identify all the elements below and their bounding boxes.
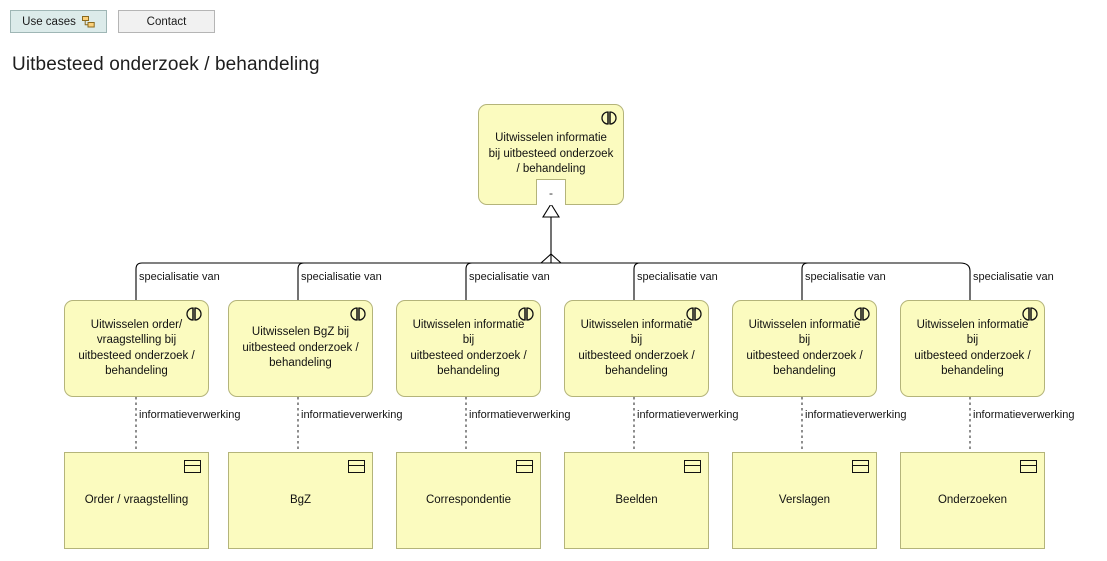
edge-label-informatieverwerking-4: informatieverwerking xyxy=(637,409,739,421)
page-title: Uitbesteed onderzoek / behandeling xyxy=(12,54,320,75)
node-object-5[interactable]: Verslagen xyxy=(732,452,877,549)
realization-connectors xyxy=(135,397,971,452)
edge-label-informatieverwerking-6: informatieverwerking xyxy=(973,409,1075,421)
business-interaction-icon xyxy=(854,307,870,321)
business-object-icon xyxy=(348,460,365,473)
generalization-connector xyxy=(540,202,562,264)
business-object-icon xyxy=(184,460,201,473)
business-interaction-icon xyxy=(1022,307,1038,321)
tab-contact[interactable]: Contact xyxy=(118,10,215,33)
business-object-icon xyxy=(1020,460,1037,473)
node-object-3-label: Correspondentie xyxy=(425,493,512,506)
diagram-icon xyxy=(81,15,95,28)
node-process-4[interactable]: Uitwisselen informatie bij uitbesteed on… xyxy=(564,300,709,397)
node-process-3-label: Uitwisselen informatie bij uitbesteed on… xyxy=(410,318,527,378)
business-interaction-icon xyxy=(686,307,702,321)
node-process-2-label: Uitwisselen BgZ bij uitbesteed onderzoek… xyxy=(242,326,359,370)
edge-label-informatieverwerking-2: informatieverwerking xyxy=(301,409,403,421)
node-process-2[interactable]: Uitwisselen BgZ bij uitbesteed onderzoek… xyxy=(228,300,373,397)
node-object-4[interactable]: Beelden xyxy=(564,452,709,549)
edge-label-specialisatie-2: specialisatie van xyxy=(301,271,382,283)
business-object-icon xyxy=(516,460,533,473)
edge-label-specialisatie-1: specialisatie van xyxy=(139,271,220,283)
node-process-6-label: Uitwisselen informatie bij uitbesteed on… xyxy=(914,318,1031,378)
edge-label-informatieverwerking-1: informatieverwerking xyxy=(139,409,241,421)
business-interaction-icon xyxy=(518,307,534,321)
tab-use-cases[interactable]: Use cases xyxy=(10,10,107,33)
business-object-icon xyxy=(852,460,869,473)
node-object-2-label: BgZ xyxy=(289,493,312,506)
edge-label-informatieverwerking-3: informatieverwerking xyxy=(469,409,571,421)
node-object-4-label: Beelden xyxy=(615,493,658,506)
node-process-1[interactable]: Uitwisselen order/ vraagstelling bij uit… xyxy=(64,300,209,397)
node-process-3[interactable]: Uitwisselen informatie bij uitbesteed on… xyxy=(396,300,541,397)
collapse-toggle[interactable]: - xyxy=(536,179,566,205)
node-object-1-label: Order / vraagstelling xyxy=(84,493,189,506)
business-interaction-icon xyxy=(350,307,366,321)
node-object-1[interactable]: Order / vraagstelling xyxy=(64,452,209,549)
edge-label-specialisatie-5: specialisatie van xyxy=(805,271,886,283)
tab-use-cases-label: Use cases xyxy=(22,15,76,28)
business-interaction-icon xyxy=(186,307,202,321)
tab-contact-label: Contact xyxy=(146,15,187,28)
node-process-1-label: Uitwisselen order/ vraagstelling bij uit… xyxy=(78,318,195,378)
tab-bar: Use cases Contact xyxy=(0,0,1107,42)
node-object-2[interactable]: BgZ xyxy=(228,452,373,549)
edge-label-specialisatie-6: specialisatie van xyxy=(973,271,1054,283)
node-object-6-label: Onderzoeken xyxy=(937,493,1008,506)
node-process-5-label: Uitwisselen informatie bij uitbesteed on… xyxy=(746,318,863,378)
edge-label-specialisatie-4: specialisatie van xyxy=(637,271,718,283)
edge-label-specialisatie-3: specialisatie van xyxy=(469,271,550,283)
node-process-6[interactable]: Uitwisselen informatie bij uitbesteed on… xyxy=(900,300,1045,397)
business-object-icon xyxy=(684,460,701,473)
business-interaction-icon xyxy=(601,111,617,125)
node-root-label: Uitwisselen informatie bij uitbesteed on… xyxy=(488,132,614,176)
node-object-5-label: Verslagen xyxy=(778,493,831,506)
node-process-5[interactable]: Uitwisselen informatie bij uitbesteed on… xyxy=(732,300,877,397)
node-root[interactable]: Uitwisselen informatie bij uitbesteed on… xyxy=(478,104,624,205)
node-object-6[interactable]: Onderzoeken xyxy=(900,452,1045,549)
edge-label-informatieverwerking-5: informatieverwerking xyxy=(805,409,907,421)
node-process-4-label: Uitwisselen informatie bij uitbesteed on… xyxy=(578,318,695,378)
node-object-3[interactable]: Correspondentie xyxy=(396,452,541,549)
